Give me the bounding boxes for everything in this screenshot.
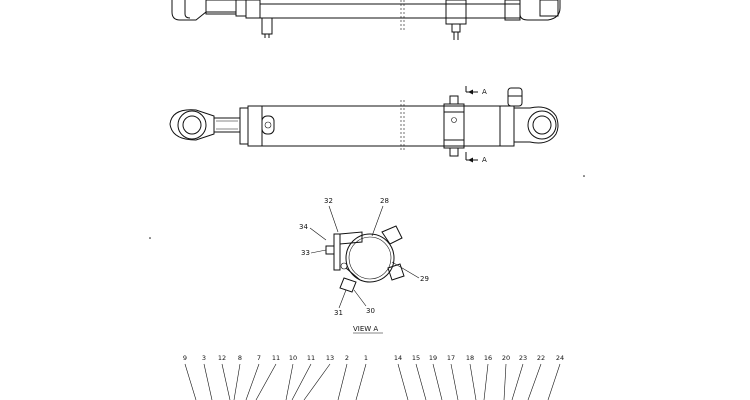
callout-number: 11 bbox=[307, 354, 315, 362]
middle-cylinder-drawing bbox=[169, 87, 559, 157]
callout-leader-line bbox=[397, 363, 409, 400]
callout-leader-line bbox=[511, 363, 524, 400]
view-a-clamp-detail bbox=[325, 225, 405, 293]
section-marker-top: A bbox=[465, 86, 487, 96]
section-marker-bottom: A bbox=[465, 152, 487, 164]
stray-dot bbox=[149, 237, 151, 239]
callout-number: 19 bbox=[429, 354, 437, 362]
callout-leader-line bbox=[469, 363, 477, 400]
callout-number: 16 bbox=[484, 354, 492, 362]
callout-number: 1 bbox=[364, 354, 368, 362]
callout-leader-line bbox=[203, 363, 213, 400]
callout-leader-line bbox=[291, 363, 312, 400]
callout-leader-line bbox=[503, 363, 507, 400]
bottom-callouts-right: 14 15 19 17 18 16 20 23 22 24 bbox=[394, 354, 564, 400]
callout-number: 24 bbox=[556, 354, 564, 362]
callout-29: 29 bbox=[420, 275, 429, 283]
stray-dot bbox=[583, 175, 585, 177]
callout-leader-line bbox=[337, 363, 348, 400]
callout-leader-line bbox=[303, 363, 331, 400]
callout-28: 28 bbox=[380, 197, 389, 205]
callout-number: 11 bbox=[272, 354, 280, 362]
top-cylinder-drawing bbox=[171, 0, 561, 40]
callout-number: 3 bbox=[202, 354, 206, 362]
callout-number: 23 bbox=[519, 354, 527, 362]
view-caption: VIEW A bbox=[353, 325, 378, 333]
callout-leader-line bbox=[483, 363, 489, 400]
callout-number: 2 bbox=[345, 354, 349, 362]
callout-leader-line bbox=[527, 363, 542, 400]
callout-number: 15 bbox=[412, 354, 420, 362]
callout-number: 13 bbox=[326, 354, 334, 362]
bottom-callouts-left: 9 3 12 8 7 11 10 11 13 2 1 bbox=[183, 354, 368, 400]
section-label-bottom: A bbox=[482, 156, 487, 164]
callout-34: 34 bbox=[299, 223, 308, 231]
section-label-top: A bbox=[482, 88, 487, 96]
callout-leader-line bbox=[285, 363, 294, 400]
callout-number: 9 bbox=[183, 354, 187, 362]
callout-leader-line bbox=[547, 363, 561, 400]
callout-leader-line bbox=[450, 363, 459, 400]
callout-number: 12 bbox=[218, 354, 226, 362]
callout-number: 10 bbox=[289, 354, 297, 362]
callout-33: 33 bbox=[301, 249, 310, 257]
callout-number: 22 bbox=[537, 354, 545, 362]
callout-leader-line bbox=[233, 363, 241, 400]
clamp-callouts: 32 28 34 33 29 31 30 bbox=[299, 197, 429, 317]
callout-32: 32 bbox=[324, 197, 333, 205]
callout-leader-line bbox=[184, 363, 197, 400]
callout-number: 17 bbox=[447, 354, 455, 362]
view-caption-group: VIEW A bbox=[353, 325, 383, 334]
callout-leader-line bbox=[221, 363, 231, 400]
callout-leader-line bbox=[255, 363, 277, 400]
callout-leader-line bbox=[245, 363, 260, 400]
callout-leader-line bbox=[355, 363, 367, 400]
callout-number: 20 bbox=[502, 354, 510, 362]
callout-number: 8 bbox=[238, 354, 242, 362]
callout-31: 31 bbox=[334, 309, 343, 317]
callout-number: 18 bbox=[466, 354, 474, 362]
callout-leader-line bbox=[415, 363, 427, 400]
callout-30: 30 bbox=[366, 307, 375, 315]
callout-number: 14 bbox=[394, 354, 402, 362]
callout-number: 7 bbox=[257, 354, 261, 362]
callout-leader-line bbox=[432, 363, 443, 400]
